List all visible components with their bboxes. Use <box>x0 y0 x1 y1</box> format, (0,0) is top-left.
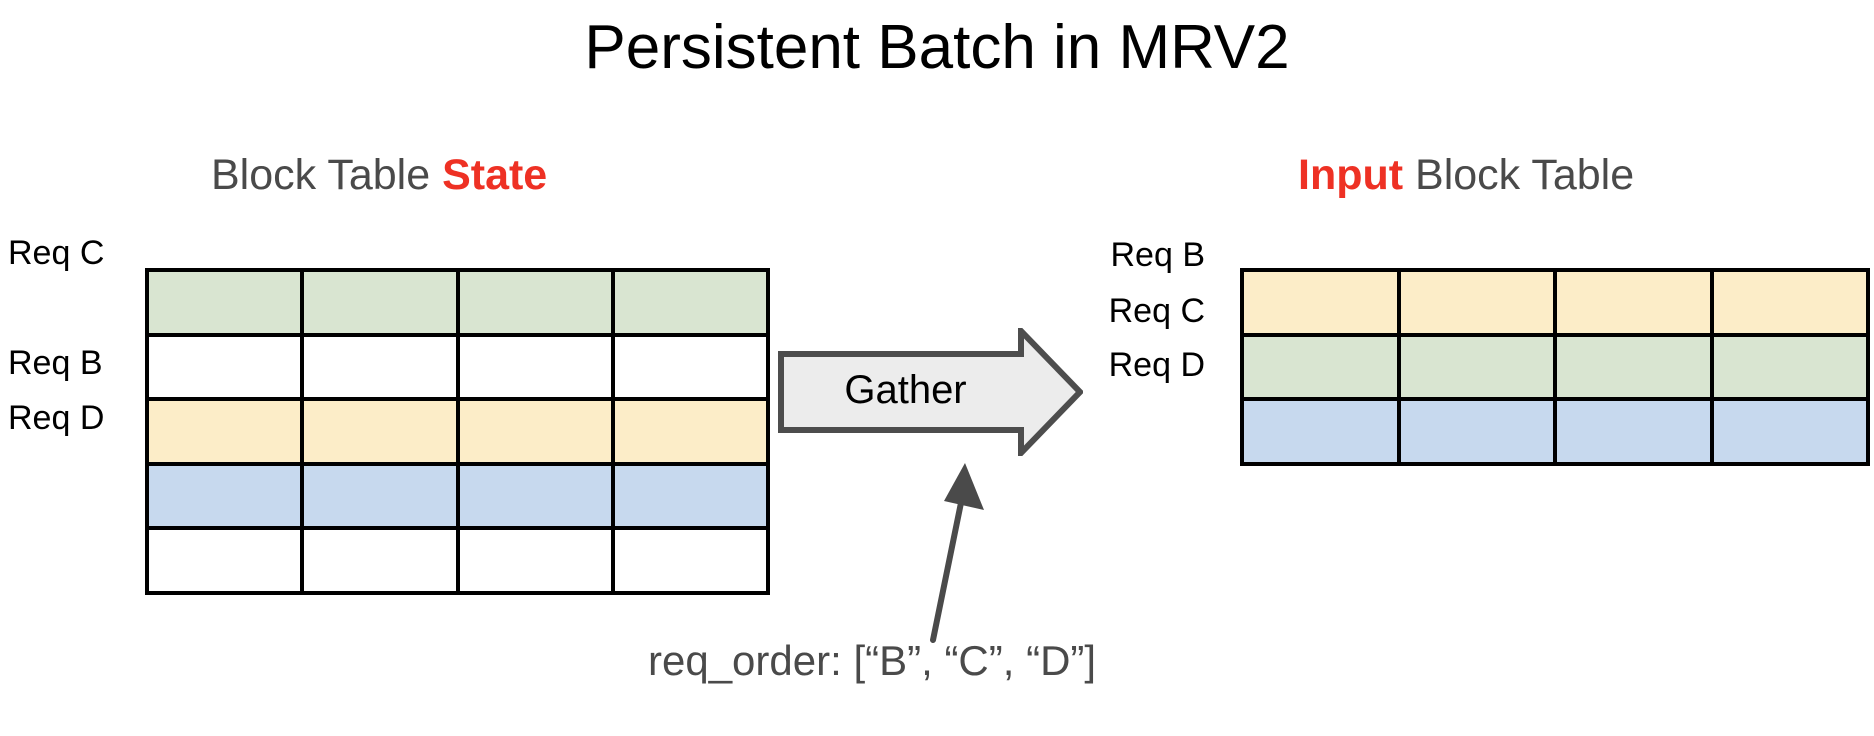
table-cell <box>1557 401 1710 462</box>
left-heading-accent: State <box>442 151 548 199</box>
table-cell <box>614 336 766 398</box>
page-title: Persistent Batch in MRV2 <box>584 13 1290 82</box>
table-cell <box>1713 336 1866 398</box>
table-cell <box>1400 336 1553 398</box>
table-cell <box>614 465 766 527</box>
block-table-input <box>1240 268 1870 466</box>
table-cell <box>1400 272 1553 333</box>
row-label-input-req-c: Req C <box>1108 292 1205 330</box>
table-cell <box>614 530 766 591</box>
row-label-state-req-c: Req C <box>8 234 105 272</box>
table-cell <box>1244 401 1397 462</box>
table-cell <box>459 530 611 591</box>
gather-arrow-icon <box>778 328 1083 456</box>
table-cell <box>149 272 301 333</box>
row-label-input-req-d: Req D <box>1108 346 1205 384</box>
table-cell <box>1400 401 1553 462</box>
table-cell <box>614 401 766 462</box>
table-cell <box>149 465 301 527</box>
req-order-caption: req_order: [“B”, “C”, “D”] <box>648 637 1097 684</box>
table-cell <box>459 401 611 462</box>
table-cell <box>149 336 301 398</box>
table-cell <box>459 465 611 527</box>
row-label-state-req-b: Req B <box>8 344 103 382</box>
left-heading-plain: Block Table <box>211 151 443 199</box>
table-cell <box>1713 401 1866 462</box>
table-cell <box>459 272 611 333</box>
row-label-input-req-b: Req B <box>1110 236 1206 274</box>
left-table-heading: Block Table State <box>211 154 547 197</box>
table-cell <box>1557 336 1710 398</box>
table-cell <box>614 272 766 333</box>
table-cell <box>1713 272 1866 333</box>
table-cell <box>149 530 301 591</box>
right-heading-accent: Input <box>1298 151 1404 199</box>
table-cell <box>304 336 456 398</box>
right-heading-plain: Block Table <box>1403 151 1635 199</box>
table-cell <box>149 401 301 462</box>
block-table-state <box>145 268 770 595</box>
table-cell <box>304 465 456 527</box>
table-cell <box>1244 272 1397 333</box>
table-cell <box>304 272 456 333</box>
table-cell <box>459 336 611 398</box>
table-cell <box>304 530 456 591</box>
req-order-pointer-arrow-icon <box>900 455 1010 645</box>
row-label-state-req-d: Req D <box>8 399 105 437</box>
table-cell <box>1557 272 1710 333</box>
table-cell <box>304 401 456 462</box>
right-table-heading: Input Block Table <box>1298 154 1634 197</box>
table-cell <box>1244 336 1397 398</box>
